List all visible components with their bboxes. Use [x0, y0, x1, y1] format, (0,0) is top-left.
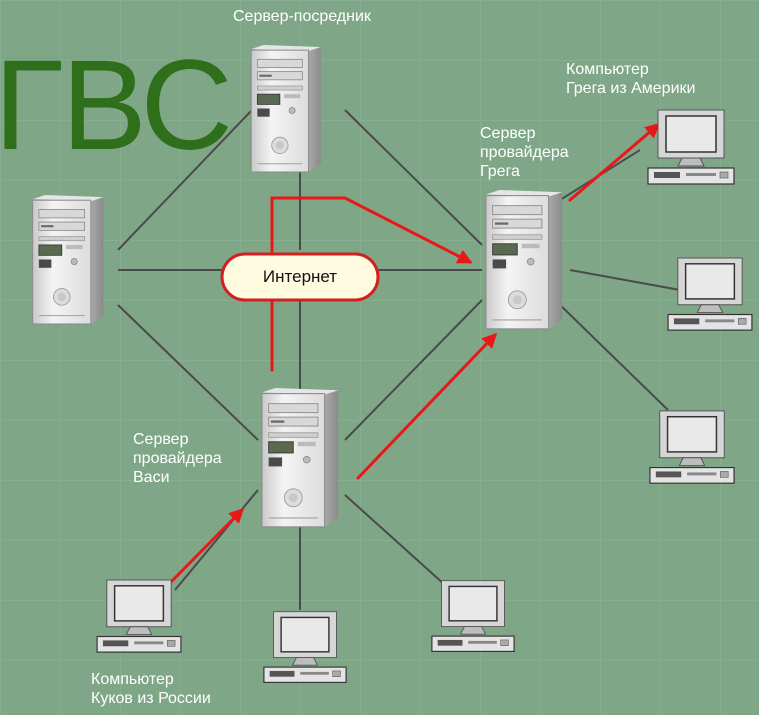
vasya-provider-label: Сервер провайдера Васи — [133, 431, 222, 486]
link-vasya-comp-left — [174, 489, 259, 591]
greg-server-icon — [485, 190, 563, 330]
link-greg-vasya — [344, 299, 483, 441]
computer-right-bottom-icon — [649, 410, 735, 484]
route-vasya-to-greg — [356, 332, 498, 480]
kukov-computer-label: Компьютер Куков из России — [91, 671, 211, 707]
computer-bottom-right-icon — [431, 579, 515, 653]
internet-cloud — [220, 252, 380, 302]
page-title: ГВС — [0, 34, 233, 177]
left-server-icon — [31, 195, 105, 325]
route-kukov-to-vasya — [166, 507, 245, 587]
proxy-server-label: Сервер-посредник — [233, 8, 371, 25]
link-greg-comp-mid — [569, 269, 681, 291]
greg-computer-label: Компьютер Грега из Америки — [566, 61, 696, 97]
computer-right-mid-icon — [667, 257, 753, 331]
link-left-vasya — [117, 304, 259, 441]
kukov-computer-icon — [96, 579, 182, 653]
route-greg-to-computer — [568, 123, 661, 202]
greg-computer-icon — [647, 109, 735, 185]
link-proxy-greg — [344, 109, 483, 246]
link-proxy-left — [117, 109, 253, 251]
link-vasya-comp-right — [344, 494, 446, 586]
greg-provider-label: Сервер провайдера Грега — [480, 125, 569, 180]
link-greg-comp-bot — [554, 299, 669, 411]
vasya-server-icon — [261, 388, 339, 528]
proxy-server-icon — [250, 45, 322, 173]
computer-bottom-mid-icon — [263, 610, 347, 684]
